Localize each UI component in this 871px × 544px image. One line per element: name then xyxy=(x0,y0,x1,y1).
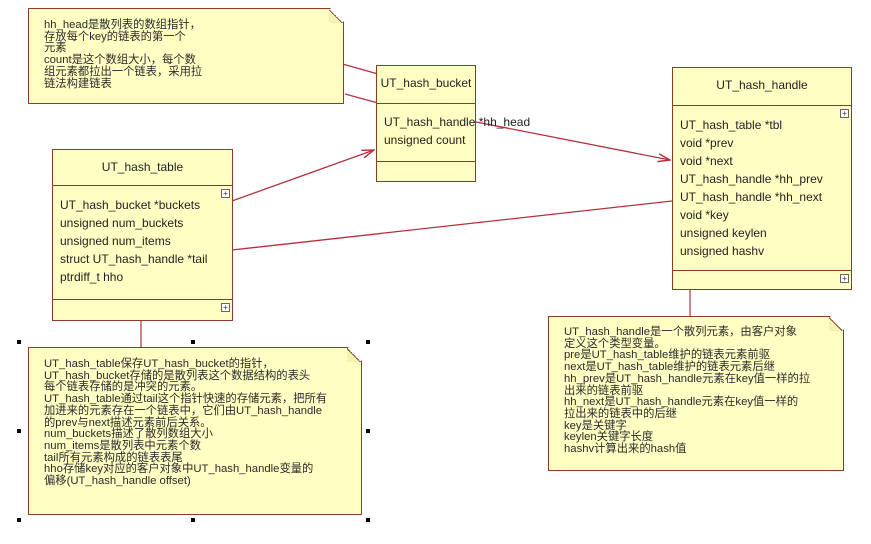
class-name: UT_hash_table xyxy=(53,150,232,186)
attribute-compartment: + UT_hash_table *tbl void *prev void *ne… xyxy=(673,106,851,271)
operation-compartment xyxy=(377,162,475,181)
selection-handle[interactable] xyxy=(366,518,370,522)
attribute: void *next xyxy=(680,154,733,168)
note-ut-hash-handle[interactable]: UT_hash_handle是一个散列元素，由客户对象 定义这个类型变量。 pr… xyxy=(548,316,844,471)
selection-handle[interactable] xyxy=(366,429,370,433)
note-text: UT_hash_handle是一个散列元素，由客户对象 定义这个类型变量。 pr… xyxy=(564,326,811,456)
attribute: UT_hash_bucket *buckets xyxy=(60,198,201,212)
selection-handle[interactable] xyxy=(17,429,21,433)
note-text: UT_hash_table保存UT_hash_bucket的指针， UT_has… xyxy=(44,358,328,488)
attribute-compartment: UT_hash_handle *hh_head unsigned count xyxy=(377,104,531,162)
expand-attributes-icon[interactable]: + xyxy=(221,189,230,198)
attribute: unsigned keylen xyxy=(680,226,767,240)
attribute: UT_hash_handle *hh_prev xyxy=(680,172,823,186)
expand-attributes-icon[interactable]: + xyxy=(840,109,849,118)
attribute: struct UT_hash_handle *tail xyxy=(60,252,208,266)
attribute: unsigned num_items xyxy=(60,234,171,248)
class-name: UT_hash_bucket xyxy=(377,66,475,104)
class-ut-hash-bucket[interactable]: UT_hash_bucket UT_hash_handle *hh_head u… xyxy=(376,65,531,182)
expand-operations-icon[interactable]: + xyxy=(221,303,230,312)
selection-handle[interactable] xyxy=(366,340,370,344)
attribute-compartment: + UT_hash_bucket *buckets unsigned num_b… xyxy=(53,186,232,300)
selection-handle[interactable] xyxy=(191,518,195,522)
attribute: UT_hash_handle *hh_head xyxy=(384,115,531,129)
association-table-to-bucket xyxy=(231,150,374,202)
attribute: void *key xyxy=(680,208,729,222)
attribute: void *prev xyxy=(680,136,734,150)
note-ut-hash-table[interactable]: UT_hash_table保存UT_hash_bucket的指针， UT_has… xyxy=(28,347,362,515)
attribute: unsigned count xyxy=(384,133,466,147)
attribute: unsigned num_buckets xyxy=(60,216,184,230)
note-text: hh_head是散列表的数组指针， 存放每个key的链表的第一个 元素 coun… xyxy=(44,19,203,90)
attribute: unsigned hashv xyxy=(680,244,765,258)
operation-compartment: + xyxy=(53,300,232,320)
attribute: UT_hash_handle *hh_next xyxy=(680,190,823,204)
selection-handle[interactable] xyxy=(191,340,195,344)
association-bucket-to-handle xyxy=(475,121,670,160)
note-anchor-hh-head xyxy=(344,93,379,104)
class-ut-hash-handle[interactable]: UT_hash_handle + UT_hash_table *tbl void… xyxy=(672,67,852,290)
operation-compartment: + xyxy=(673,271,851,289)
attribute: UT_hash_table *tbl xyxy=(680,118,783,132)
expand-operations-icon[interactable]: + xyxy=(840,274,849,283)
attribute: ptrdiff_t hho xyxy=(60,270,124,284)
association-table-to-handle xyxy=(231,200,673,251)
note-hh-head[interactable]: hh_head是散列表的数组指针， 存放每个key的链表的第一个 元素 coun… xyxy=(28,8,344,104)
class-ut-hash-table[interactable]: UT_hash_table + UT_hash_bucket *buckets … xyxy=(52,149,233,321)
class-name: UT_hash_handle xyxy=(673,68,851,106)
selection-handle[interactable] xyxy=(17,340,21,344)
selection-handle[interactable] xyxy=(17,518,21,522)
